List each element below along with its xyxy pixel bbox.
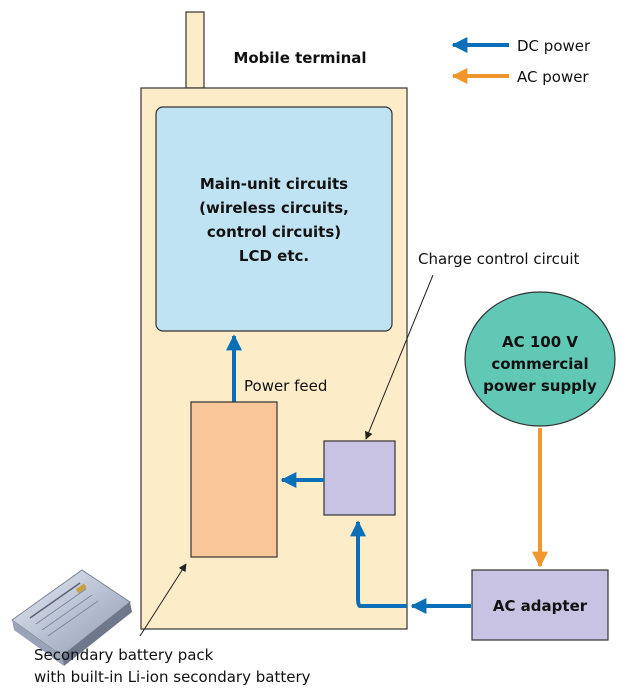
battery-caption-line-2: with built-in Li-ion secondary battery <box>34 668 311 686</box>
main-unit-line-4: LCD etc. <box>239 247 309 265</box>
main-unit-line-3: control circuits) <box>207 223 341 241</box>
ac-adapter-box <box>471 569 609 641</box>
adapter-to-charge-path <box>350 520 407 608</box>
battery-box <box>190 401 278 558</box>
charge-control-box <box>323 440 396 516</box>
legend-ac-label: AC power <box>517 68 589 86</box>
terminal-label: Mobile terminal <box>233 49 366 67</box>
power-feed-label: Power feed <box>244 377 327 395</box>
legend: DC power AC power <box>451 37 591 86</box>
charge-control-leader <box>365 274 434 440</box>
charge-control-label: Charge control circuit <box>418 250 580 268</box>
ac-supply-ellipse <box>464 291 616 427</box>
main-unit-circuits-box <box>155 106 393 332</box>
battery-leader <box>139 563 187 637</box>
antenna <box>185 11 205 89</box>
legend-dc-label: DC power <box>517 37 591 55</box>
ac-supply-line-2: commercial <box>491 355 588 373</box>
battery-pack-image <box>11 569 132 666</box>
ac-supply-line-1: AC 100 V <box>502 333 578 351</box>
main-unit-line-2: (wireless circuits, <box>199 199 349 217</box>
battery-caption-line-1: Secondary battery pack <box>34 646 214 664</box>
main-unit-line-1: Main-unit circuits <box>200 175 348 193</box>
ac-adapter-label: AC adapter <box>493 597 588 615</box>
ac-supply-line-3: power supply <box>483 377 597 395</box>
